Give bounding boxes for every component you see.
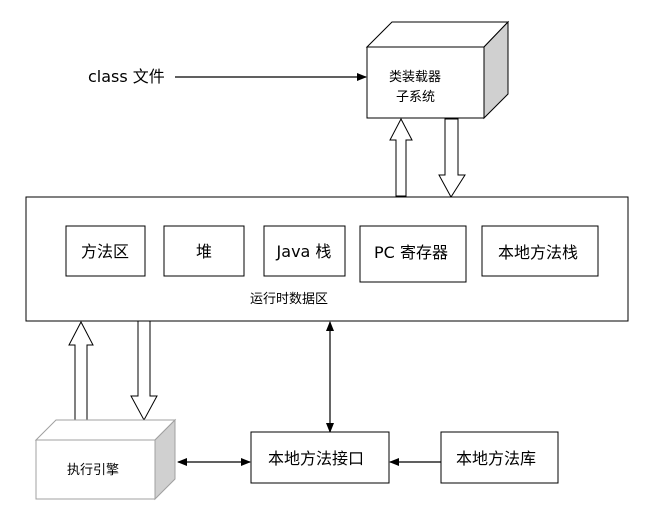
area-pc-register: PC 寄存器 <box>359 225 467 283</box>
area-method: 方法区 <box>65 225 146 277</box>
loader-down-arrow <box>438 118 466 198</box>
svg-text:Java 栈: Java 栈 <box>276 242 332 261</box>
native-method-interface: 本地方法接口 <box>250 431 390 484</box>
execution-engine-label: 执行引擎 <box>67 463 119 478</box>
class-loader-label-line2: 子系统 <box>396 90 435 105</box>
svg-text:本地方法库: 本地方法库 <box>456 449 536 468</box>
native-method-library: 本地方法库 <box>440 431 559 484</box>
execution-engine: 执行引擎 <box>34 418 177 501</box>
engine-down-arrow <box>130 320 158 422</box>
svg-text:本地方法接口: 本地方法接口 <box>268 449 364 468</box>
svg-text:方法区: 方法区 <box>81 242 129 261</box>
area-native-method-stack: 本地方法栈 <box>481 225 599 277</box>
runtime-data-area-label: 运行时数据区 <box>250 292 328 307</box>
engine-up-arrow <box>68 320 94 421</box>
svg-text:PC 寄存器: PC 寄存器 <box>374 243 448 262</box>
class-loader-subsystem: 类装载器 子系统 <box>365 20 510 120</box>
area-heap: 堆 <box>163 225 245 277</box>
class-file-label: class 文件 <box>88 67 165 86</box>
svg-text:本地方法栈: 本地方法栈 <box>498 243 578 262</box>
svg-text:堆: 堆 <box>196 242 212 261</box>
loader-up-arrow <box>389 117 413 197</box>
class-loader-label-line1: 类装载器 <box>389 70 441 85</box>
area-java-stack: Java 栈 <box>263 225 346 277</box>
